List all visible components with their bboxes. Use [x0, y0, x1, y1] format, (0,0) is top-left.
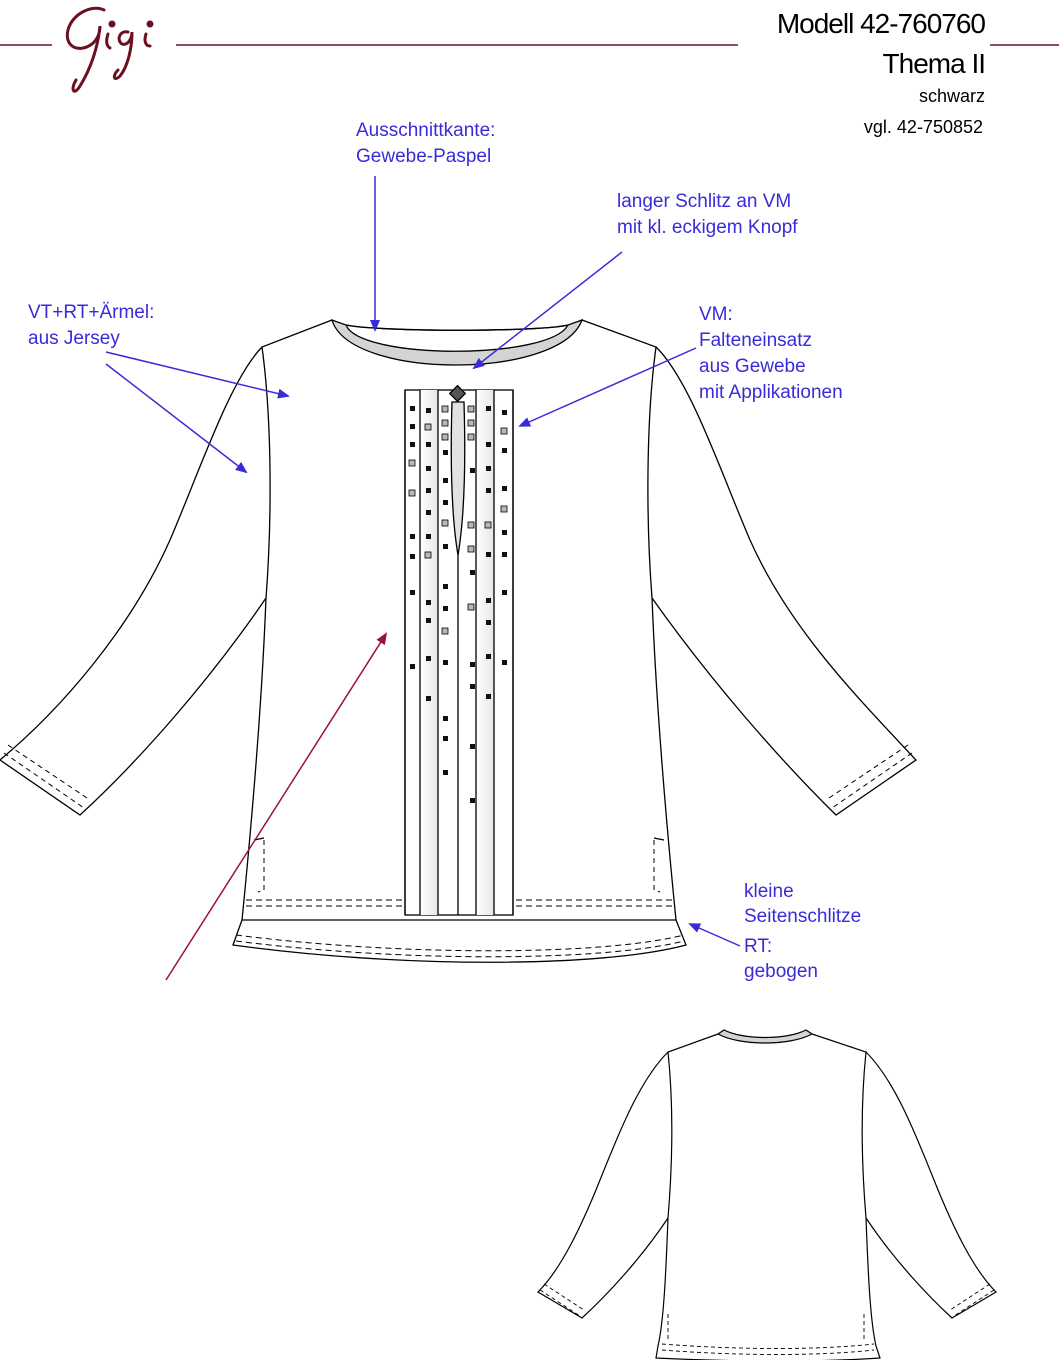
annotation-line: mit kl. eckigem Knopf	[617, 217, 798, 238]
annotation-line: kleine	[744, 881, 794, 902]
front-view	[0, 318, 917, 963]
annotation-line: VM:	[699, 304, 733, 325]
annotation-line: Falteneinsatz	[699, 330, 813, 351]
annotation-line: Seitenschlitze	[744, 906, 862, 927]
annotation-line: aus Jersey	[28, 328, 120, 349]
front-slit	[450, 401, 466, 556]
annotation-arrows	[105, 176, 741, 981]
appliques	[410, 406, 507, 803]
theme-label: Thema II	[882, 48, 986, 79]
annotation-line: RT:	[744, 936, 773, 957]
annotation-line: Gewebe-Paspel	[356, 146, 492, 167]
back-body-outline	[655, 1033, 881, 1360]
back-neck-binding	[716, 1029, 814, 1044]
annotation-neckline: Ausschnittkante: Gewebe-Paspel	[356, 118, 495, 170]
annotation-line: aus Gewebe	[699, 356, 806, 377]
reference-label: vgl. 42-750852	[863, 117, 983, 137]
annotation-line: gebogen	[744, 961, 818, 982]
color-label: schwarz	[918, 86, 985, 106]
neck-binding	[331, 318, 584, 366]
annotation-front-panel: VM: Falteneinsatz aus Gewebe mit Applika…	[699, 302, 843, 406]
square-button	[448, 384, 467, 403]
annotation-slit: langer Schlitz an VM mit kl. eckigem Kno…	[617, 189, 798, 241]
appliques-gray	[408, 405, 508, 635]
annotation-side-slits: kleine Seitenschlitze	[744, 879, 861, 929]
front-right-sleeve	[651, 346, 917, 816]
back-view	[537, 1029, 997, 1360]
front-body-outline	[232, 319, 687, 963]
annotation-material: VT+RT+Ärmel: aus Jersey	[28, 300, 154, 352]
annotation-line: langer Schlitz an VM	[617, 191, 792, 212]
back-right-sleeve	[865, 1051, 997, 1319]
back-left-sleeve	[537, 1051, 669, 1319]
side-slits	[257, 840, 661, 893]
pleated-panel	[404, 384, 514, 916]
cuff-stitching	[3, 744, 913, 809]
annotation-back-hem: RT: gebogen	[744, 934, 818, 984]
front-left-sleeve	[0, 346, 267, 816]
model-number: Modell 42-760760	[776, 8, 986, 39]
annotation-line: mit Applikationen	[699, 382, 843, 403]
annotation-line: VT+RT+Ärmel:	[28, 302, 155, 323]
gigi-logo	[65, 6, 154, 93]
annotation-line: Ausschnittkante:	[356, 120, 496, 141]
